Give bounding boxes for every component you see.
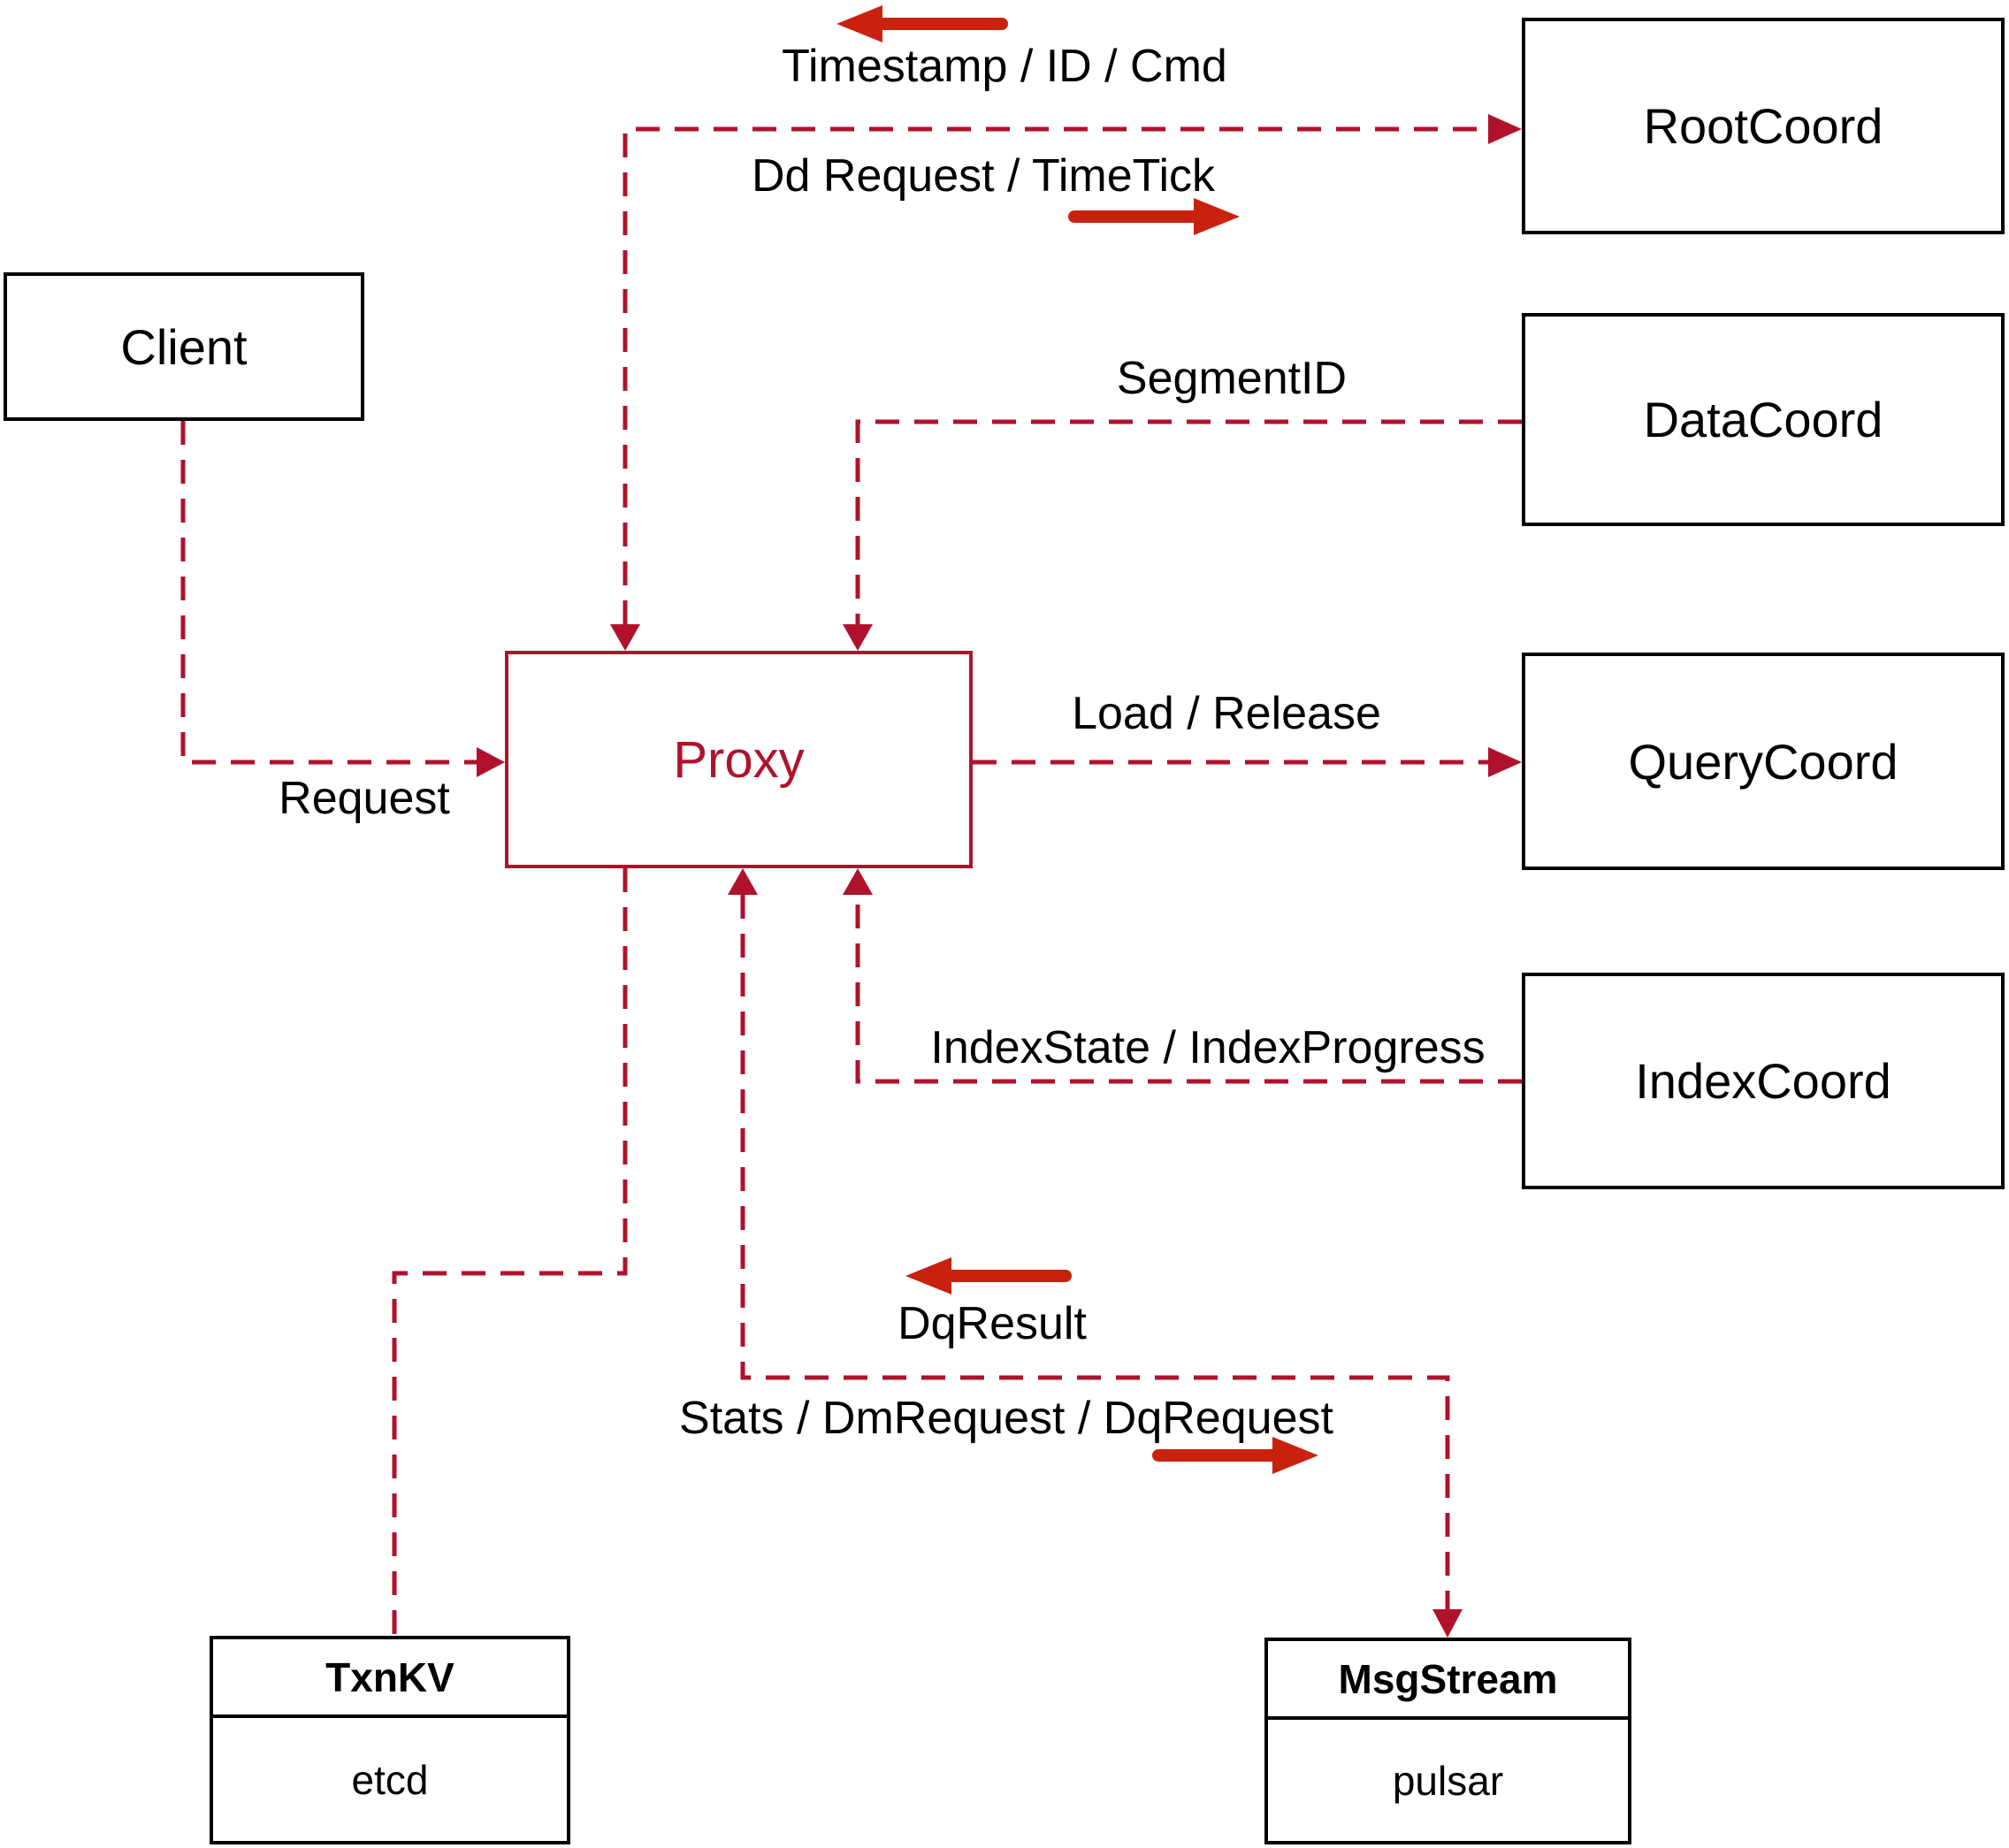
direction-arrow-right-top (1068, 198, 1240, 235)
edge-proxy-msgstream-arrowhead-up (728, 868, 758, 895)
node-client-label: Client (120, 318, 248, 375)
edge-proxy-msgstream-arrowhead-down (1432, 1609, 1463, 1638)
node-client: Client (4, 272, 364, 421)
node-querycoord: QueryCoord (1522, 653, 2005, 870)
edge-proxy-rootcoord-arrowhead-down (610, 624, 640, 651)
edge-indexcoord-proxy (855, 895, 1522, 1084)
edge-client-proxy (180, 421, 477, 765)
edge-proxy-msgstream (740, 895, 1450, 1609)
edge-datacoord-proxy-arrowhead (843, 624, 873, 651)
node-querycoord-label: QueryCoord (1628, 733, 1898, 790)
edge-proxy-querycoord-arrowhead (1488, 747, 1522, 777)
node-msgstream-impl: pulsar (1268, 1720, 1628, 1841)
node-proxy: Proxy (505, 651, 973, 868)
node-msgstream-impl-label: pulsar (1392, 1757, 1504, 1804)
edge-proxy-rootcoord-arrowhead-right (1488, 114, 1522, 144)
edge-label-request: Request (279, 773, 450, 824)
edge-datacoord-proxy (855, 419, 1522, 624)
node-rootcoord-label: RootCoord (1643, 98, 1883, 154)
edge-label-timestamp-id-cmd: Timestamp / ID / Cmd (782, 41, 1227, 92)
node-txnkv-impl-label: etcd (351, 1756, 429, 1803)
node-indexcoord: IndexCoord (1522, 973, 2005, 1189)
edge-label-segmentid: SegmentID (1116, 353, 1348, 404)
node-datacoord-label: DataCoord (1643, 392, 1883, 447)
node-txnkv-title: TxnKV (213, 1639, 567, 1718)
edge-label-dd-request-timetick: Dd Request / TimeTick (751, 150, 1216, 202)
node-msgstream-title-label: MsgStream (1338, 1655, 1558, 1702)
node-msgstream: MsgStream pulsar (1264, 1638, 1631, 1844)
edge-label-dqresult: DqResult (898, 1298, 1087, 1349)
node-txnkv-title-label: TxnKV (325, 1653, 455, 1700)
node-txnkv: TxnKV etcd (210, 1636, 570, 1844)
edge-proxy-rootcoord (623, 126, 1488, 624)
node-proxy-label: Proxy (673, 730, 805, 789)
edge-client-proxy-arrowhead (477, 747, 505, 777)
edge-indexcoord-proxy-arrowhead (843, 868, 873, 895)
direction-arrow-left-top (836, 5, 1008, 42)
edge-label-stats-dmrequest-dqrequest: Stats / DmRequest / DqRequest (679, 1393, 1333, 1444)
direction-arrow-right-stats (1152, 1437, 1318, 1474)
edge-proxy-txnkv (392, 868, 628, 1636)
node-rootcoord: RootCoord (1522, 18, 2005, 234)
edge-label-load-release: Load / Release (1072, 688, 1381, 739)
node-indexcoord-label: IndexCoord (1635, 1053, 1891, 1109)
node-datacoord: DataCoord (1522, 313, 2005, 526)
node-msgstream-title: MsgStream (1268, 1641, 1628, 1720)
edge-label-indexstate-indexprogress: IndexState / IndexProgress (930, 1022, 1486, 1073)
direction-arrow-left-dqresult (905, 1257, 1072, 1294)
node-txnkv-impl: etcd (213, 1718, 567, 1841)
